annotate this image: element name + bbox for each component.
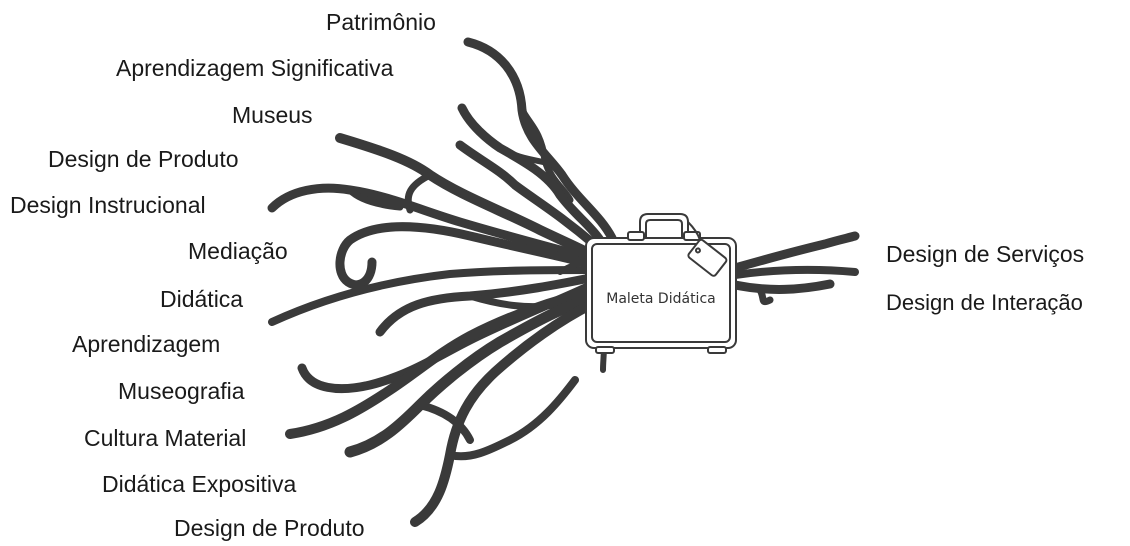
concept-label-didatica: Didática	[160, 288, 243, 311]
concept-label-design-de-produto-2: Design de Produto	[174, 517, 365, 540]
concept-label-design-de-produto-1: Design de Produto	[48, 148, 239, 171]
concept-label-mediacao: Mediação	[188, 240, 288, 263]
concept-label-cultura-material: Cultura Material	[84, 427, 246, 450]
concept-label-didatica-expositiva: Didática Expositiva	[102, 473, 296, 496]
root-patrimonio-twig	[522, 110, 570, 200]
concept-label-museografia: Museografia	[118, 380, 245, 403]
concept-label-museus: Museus	[232, 104, 313, 127]
root-design-servicos	[735, 236, 855, 268]
concept-label-design-de-servicos: Design de Serviços	[886, 243, 1084, 266]
root-design-interacao	[735, 284, 830, 289]
concept-label-aprendizagem-significativa: Aprendizagem Significativa	[116, 57, 393, 80]
root-dp2-twig	[450, 380, 575, 456]
center-label: Maleta Didática	[606, 291, 715, 307]
concept-label-design-instrucional: Design Instrucional	[10, 194, 206, 217]
concept-label-patrimonio: Patrimônio	[326, 11, 436, 34]
root-servicos-twig	[735, 270, 855, 275]
suitcase-handle	[640, 214, 688, 238]
concept-label-design-de-interacao: Design de Interação	[886, 292, 1083, 314]
root-design-instrucional	[272, 188, 590, 258]
concept-label-aprendizagem: Aprendizagem	[72, 333, 220, 356]
